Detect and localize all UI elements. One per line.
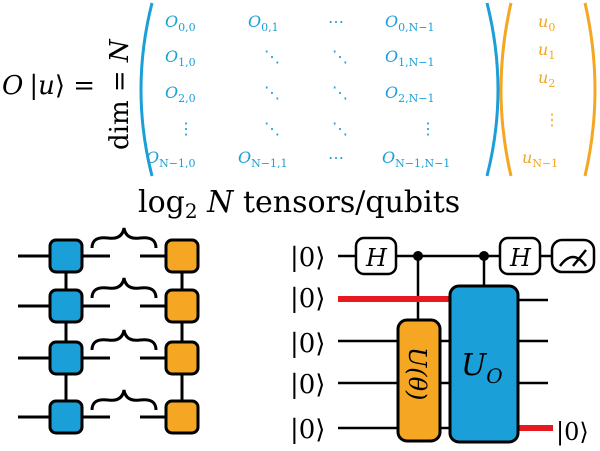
vector-right-paren bbox=[583, 2, 597, 177]
matrix-cell: ⋱ bbox=[264, 47, 280, 66]
matrix-left-paren bbox=[139, 2, 154, 177]
matrix-cell: O0,N−1 bbox=[385, 12, 434, 34]
matrix-cell: O1,N−1 bbox=[385, 47, 434, 69]
control-dot bbox=[479, 251, 489, 261]
input-ket: |0⟩ bbox=[290, 415, 325, 445]
matrix-cell: O0,1 bbox=[248, 12, 279, 34]
caption: log2 N tensors/qubits bbox=[138, 185, 460, 223]
input-ket: |0⟩ bbox=[290, 243, 325, 273]
matrix-cell: ⋯ bbox=[328, 12, 344, 31]
vector-cell: u1 bbox=[538, 40, 555, 62]
uo-gate bbox=[448, 284, 520, 444]
tensor-blue bbox=[48, 288, 84, 324]
tensor-network bbox=[18, 227, 184, 419]
vector-cell: uN−1 bbox=[522, 148, 558, 170]
tensor-orange bbox=[164, 288, 200, 324]
vector-cell: u2 bbox=[538, 68, 555, 90]
matrix-cell: ON−1,N−1 bbox=[382, 148, 450, 170]
matrix: O0,0 O0,1 ⋯ O0,N−1 O1,0 ⋱ ⋱ O1,N−1 O2,0 … bbox=[146, 12, 450, 170]
contraction-brace bbox=[90, 277, 158, 299]
equation: O|u⟩ = dim = N O0,0 O0,1 ⋯ O0,N−1 O1,0 ⋱… bbox=[2, 2, 597, 177]
matrix-cell: ⋱ bbox=[332, 83, 348, 102]
vector-cell: u0 bbox=[538, 12, 555, 34]
tensor-orange bbox=[164, 340, 200, 376]
matrix-cell: ⋮ bbox=[420, 119, 436, 138]
matrix-cell: O2,0 bbox=[165, 83, 196, 105]
tensor-blue bbox=[48, 340, 84, 376]
equation-lhs: O|u⟩ = bbox=[2, 71, 95, 101]
output-ket: |0⟩ bbox=[556, 418, 589, 447]
u-theta-gate bbox=[396, 318, 442, 443]
matrix-cell: O2,N−1 bbox=[385, 83, 434, 105]
matrix-cell: ⋮ bbox=[178, 119, 194, 138]
matrix-cell: ON−1,0 bbox=[146, 148, 195, 170]
matrix-cell: ⋱ bbox=[264, 119, 280, 138]
hadamard-label: H bbox=[365, 244, 388, 272]
matrix-cell: O0,0 bbox=[165, 12, 196, 34]
hadamard-gate bbox=[354, 236, 398, 276]
tensor-blocks bbox=[48, 238, 200, 435]
tensor-orange bbox=[164, 238, 200, 274]
quantum-circuit: |0⟩ |0⟩ |0⟩ |0⟩ |0⟩ bbox=[290, 236, 596, 447]
hadamard-label: H bbox=[509, 244, 532, 272]
tensor-blue bbox=[48, 399, 84, 435]
tensor-orange bbox=[164, 399, 200, 435]
vector: u0 u1 u2 ⋮ uN−1 bbox=[522, 12, 560, 170]
control-dot bbox=[413, 251, 423, 261]
contraction-brace bbox=[90, 227, 158, 249]
input-ket: |0⟩ bbox=[290, 329, 325, 359]
vector-left-paren bbox=[499, 2, 513, 177]
matrix-cell: ⋯ bbox=[328, 148, 344, 167]
tensor-blue bbox=[48, 238, 84, 274]
input-ket: |0⟩ bbox=[290, 370, 325, 400]
hadamard-gate bbox=[498, 236, 542, 276]
contraction-brace bbox=[90, 329, 158, 351]
matrix-right-paren bbox=[485, 2, 500, 177]
dim-label: dim = N bbox=[105, 38, 135, 150]
matrix-cell: ⋱ bbox=[332, 119, 348, 138]
measurement-icon bbox=[550, 238, 596, 274]
u-theta-label: U(θ) bbox=[403, 347, 431, 400]
matrix-cell: O1,0 bbox=[165, 47, 196, 69]
matrix-cell: ON−1,1 bbox=[238, 148, 287, 170]
vector-cell: ⋮ bbox=[544, 110, 560, 129]
uo-label: UO bbox=[461, 348, 503, 388]
contraction-brace bbox=[90, 389, 158, 411]
input-ket: |0⟩ bbox=[290, 284, 325, 314]
matrix-cell: ⋱ bbox=[264, 83, 280, 102]
matrix-cell: ⋱ bbox=[332, 47, 348, 66]
